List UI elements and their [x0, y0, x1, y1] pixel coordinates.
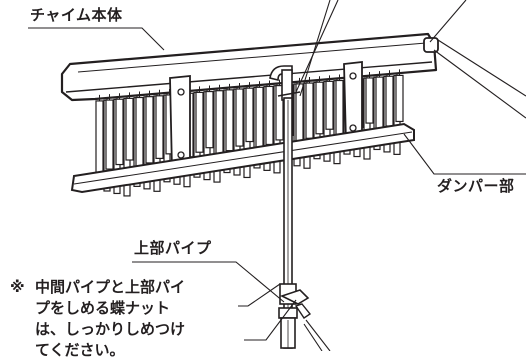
- chime-tube: [375, 76, 384, 132]
- note-line: プをしめる蝶ナット: [35, 299, 171, 317]
- chime-tube: [135, 96, 144, 169]
- chime-tube: [105, 99, 114, 170]
- chime-tube: [215, 90, 224, 156]
- note-mark: ※: [10, 278, 25, 296]
- chime-tube: [265, 85, 274, 146]
- chime-tube: [255, 86, 264, 150]
- chime-body-label: チャイム本体: [30, 6, 123, 24]
- note-line: は、しっかりしめつけ: [35, 320, 186, 338]
- caution-note: ※ 中間パイプと上部パイ プをしめる蝶ナット は、しっかりしめつけ てください。: [10, 277, 185, 361]
- chime-tube: [245, 87, 254, 143]
- chime-tube: [145, 96, 154, 164]
- chime-tube: [395, 74, 404, 123]
- leader-lines: [28, 0, 526, 351]
- wing-nut: [278, 283, 312, 349]
- chime-stand-diagram: [28, 0, 526, 351]
- bracket-right: [343, 60, 363, 144]
- upper-pipe-label: 上部パイプ: [134, 239, 212, 257]
- note-line: 中間パイプと上部パイ: [35, 278, 186, 296]
- chime-tube: [95, 100, 104, 175]
- damper-bar: [70, 122, 415, 194]
- chime-tube: [365, 77, 374, 124]
- upper-pipe: [269, 65, 301, 349]
- chime-tube: [325, 80, 334, 130]
- chime-tube: [115, 98, 124, 166]
- bracket-left: [169, 75, 191, 172]
- chime-tube: [305, 82, 314, 139]
- chime-tube: [155, 95, 164, 159]
- chime-tube: [195, 91, 204, 153]
- chime-tube: [315, 81, 324, 135]
- chime-tube: [385, 75, 394, 127]
- chime-tube: [235, 88, 244, 147]
- chime-tube: [125, 97, 134, 161]
- chime-tube: [225, 89, 234, 152]
- chime-tube: [335, 79, 344, 138]
- chime-tube: [205, 90, 214, 149]
- chime-body-rail: [60, 32, 439, 102]
- damper-label: ダンパー部: [437, 177, 515, 195]
